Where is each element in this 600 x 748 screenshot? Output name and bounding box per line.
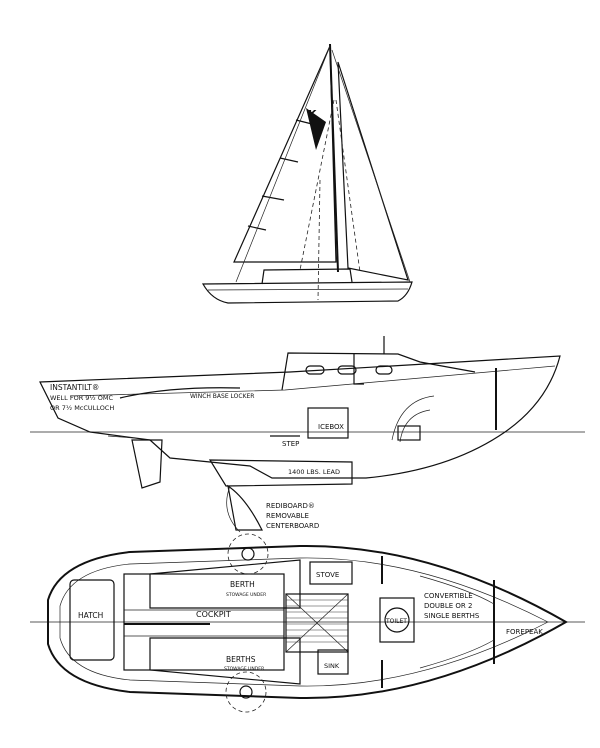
berths-bottom (149, 637, 301, 685)
berth-arc (399, 409, 431, 443)
sail-plan-hull (201, 281, 413, 304)
batten (261, 195, 285, 201)
toilet-box (379, 597, 415, 643)
grate-hatch (285, 593, 349, 653)
sail-plan-cabin (261, 268, 353, 285)
batten (295, 119, 313, 125)
convertible-line2: DOUBLE OR 2 (424, 602, 472, 610)
centerboard (227, 484, 263, 531)
sail-plan: K (201, 43, 413, 304)
plan-hull (47, 544, 569, 700)
profile-view: ICEBOX INSTANTILT® WELL FOR 9½ OMC OR 7½… (30, 336, 585, 533)
hatch-label: HATCH (78, 611, 103, 620)
icebox-label: ICEBOX (318, 423, 344, 431)
forepeak-label: FOREPEAK (506, 628, 543, 636)
centerboard-swing (226, 485, 241, 533)
stove-label: STOVE (316, 571, 339, 579)
winch-top-drum (241, 547, 255, 561)
rediboard-label: REDIBOARD® (266, 502, 315, 510)
centerboard-trace (317, 179, 321, 301)
berth-label: BERTH (230, 580, 255, 589)
winch-base-locker-label: WINCH BASE LOCKER (190, 393, 254, 400)
keel (208, 459, 353, 487)
profile-hull (39, 355, 561, 479)
lead-label: 1400 LBS. LEAD (288, 468, 340, 476)
plan-deck-inner (59, 557, 549, 687)
shroud (299, 99, 335, 271)
winch-top (227, 533, 269, 575)
winch-coaming (119, 387, 241, 399)
rudder-detail (107, 435, 135, 439)
porthole (305, 365, 325, 375)
companionway-grate (285, 593, 349, 653)
toilet-label: TOILET (385, 618, 407, 625)
forestay (331, 49, 411, 283)
stove-box (309, 561, 353, 585)
sink-label: SINK (324, 662, 340, 670)
plan-view: HATCH COCKPIT BERTH STOWAGE UNDER BERTHS… (30, 533, 585, 713)
instantilt-line2: WELL FOR 9½ OMC (50, 394, 114, 402)
cockpit-well (123, 573, 285, 671)
icebox-box (307, 407, 349, 439)
rediboard-line2: REMOVABLE (266, 512, 309, 520)
batten (279, 157, 299, 163)
rediboard-line3: CENTERBOARD (266, 522, 319, 530)
companionway (353, 354, 364, 385)
hatch-box (69, 579, 115, 661)
berths-sub-label: STOWAGE UNDER (224, 666, 264, 672)
winch-bottom-drum (239, 685, 253, 699)
profile-toilet (397, 425, 421, 441)
porthole (337, 365, 357, 375)
v-berth (419, 575, 495, 669)
instantilt-line3: OR 7½ McCULLOCH (50, 404, 114, 412)
convertible-line3: SINGLE BERTHS (424, 612, 480, 620)
berths-label: BERTHS (226, 655, 256, 664)
batten (247, 225, 267, 231)
convertible-label: CONVERTIBLE (424, 592, 473, 600)
step-label: STEP (282, 440, 299, 448)
winch-bottom (225, 671, 267, 713)
cockpit-label: COCKPIT (196, 610, 231, 619)
berth-sub-label: STOWAGE UNDER (226, 592, 266, 598)
sail-insignia: K (308, 108, 317, 121)
berth-top (149, 559, 301, 609)
shroud (335, 99, 361, 273)
backstay (235, 45, 331, 283)
rudder (131, 439, 163, 489)
sail-insignia-shape (306, 108, 326, 150)
mainsail (233, 45, 337, 263)
porthole (375, 365, 393, 375)
sink-box (317, 649, 349, 675)
instantilt-label: INSTANTILT® (50, 383, 99, 392)
sail-plan-deckline (207, 288, 409, 291)
berth-arc (391, 395, 435, 441)
toilet-bowl (384, 607, 410, 633)
profile-cabin (281, 352, 476, 391)
